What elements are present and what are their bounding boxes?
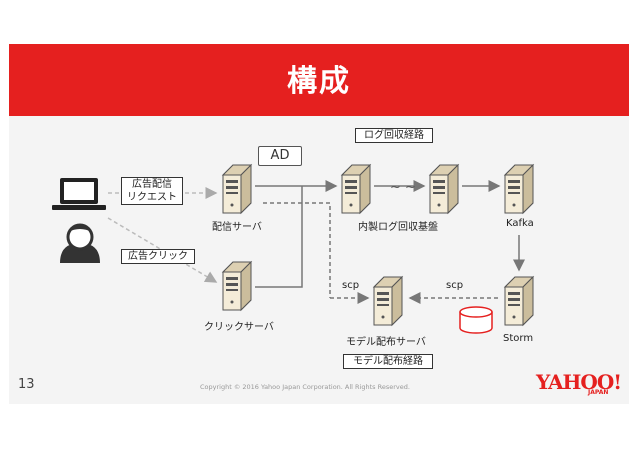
model-to-delivery-line (263, 202, 331, 298)
model-route-label: モデル配布経路 (343, 354, 433, 369)
click-server-icon (222, 261, 252, 311)
delivery-server-label: 配信サーバ (212, 222, 262, 233)
laptop-icon (52, 178, 106, 210)
yahoo-logo: YAHOO! (536, 370, 622, 394)
log-platform-label: 内製ログ回収基盤 (358, 222, 438, 233)
kafka-label: Kafka (506, 218, 534, 229)
user-icon (60, 223, 100, 263)
ad-click-label: 広告クリック (121, 249, 195, 264)
log-server-1-icon (341, 164, 371, 214)
yahoo-logo-sub: JAPAN (588, 389, 609, 396)
model-server-icon (373, 276, 403, 326)
database-icon (459, 306, 493, 334)
click-server-label: クリックサーバ (204, 322, 274, 333)
scp-left-label: scp (342, 280, 360, 291)
delivery-server-icon (222, 164, 252, 214)
storm-server-icon (504, 276, 534, 326)
svg-text:~ ~: ~ ~ (390, 180, 416, 195)
slide-title: 構成 (287, 64, 351, 99)
content-area (9, 116, 629, 404)
model-server-label: モデル配布サーバ (346, 337, 426, 348)
title-bar: 構成 (9, 44, 629, 116)
ad-request-label: 広告配信 リクエスト (121, 177, 183, 205)
click-to-log-line (255, 186, 303, 288)
kafka-server-icon (504, 164, 534, 214)
ad-label: AD (258, 146, 302, 166)
log-server-2-icon (429, 164, 459, 214)
copyright: Copyright © 2016 Yahoo Japan Corporation… (200, 383, 410, 391)
page-number: 13 (18, 377, 35, 392)
log-route-label: ログ回収経路 (355, 128, 433, 143)
scp-right-label: scp (446, 280, 464, 291)
storm-label: Storm (503, 333, 534, 344)
